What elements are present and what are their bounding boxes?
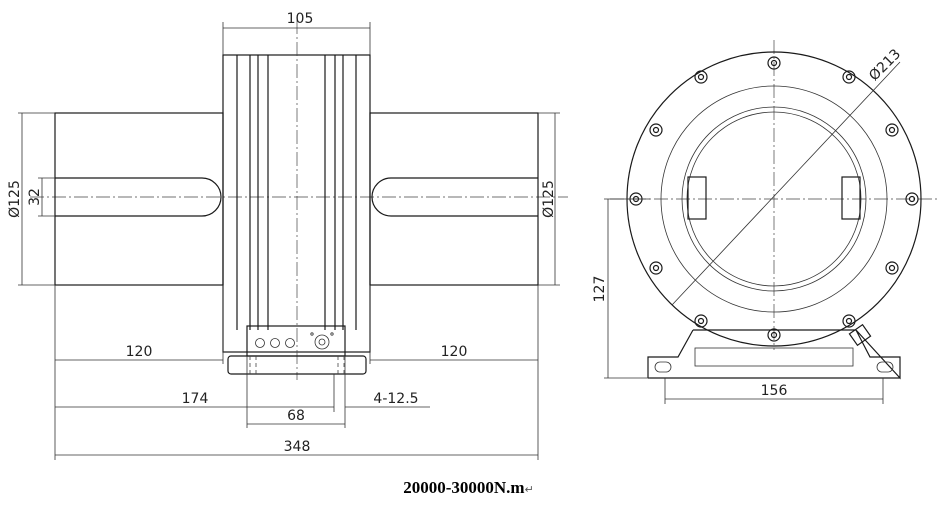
end-view: Ø213 127 156 (592, 40, 937, 404)
connector-pin (330, 332, 334, 336)
left-shaft (54, 112, 224, 286)
base-plate (227, 355, 367, 375)
connector-port (255, 338, 265, 348)
connector-port (285, 338, 295, 348)
bolt-hole (694, 314, 708, 328)
bolt-hole (905, 192, 919, 206)
central-body (222, 54, 371, 353)
connector-pin (310, 332, 314, 336)
bolt-hole (767, 328, 781, 342)
bolt-hole (649, 123, 663, 137)
dim-dia-right: Ø125 (541, 180, 557, 218)
dim-68: 68 (287, 408, 305, 424)
bore-circle (681, 106, 867, 292)
dim-156: 156 (761, 383, 788, 399)
bolt-hole (885, 123, 899, 137)
base-slot (876, 361, 894, 373)
dim-dia-left: Ø125 (7, 180, 23, 218)
bore-inner-circle (686, 111, 862, 287)
dim-348: 348 (284, 439, 311, 455)
bolt-hole (885, 261, 899, 275)
key-slot-right (841, 176, 861, 220)
bolt-hole (694, 70, 708, 84)
caption-text: 20000-30000N.m (403, 478, 525, 497)
right-shaft (369, 112, 539, 286)
connector-port (270, 338, 280, 348)
connector-socket (314, 334, 330, 350)
dim-holes: 4-12.5 (373, 391, 418, 407)
bolt-hole (767, 56, 781, 70)
base-slot (654, 361, 672, 373)
inner-ring-circle (660, 85, 888, 313)
connector-stub (848, 323, 872, 347)
dim-213: Ø213 (866, 46, 904, 84)
dim-174: 174 (182, 391, 209, 407)
caption-return-mark: ↵ (524, 484, 534, 496)
right-keyway (371, 177, 538, 217)
dim-120-right: 120 (441, 344, 468, 360)
dim-127: 127 (592, 276, 608, 303)
bolt-hole (649, 261, 663, 275)
left-keyway (55, 177, 222, 217)
connector-socket-pin (318, 338, 326, 346)
key-slot-left (687, 176, 707, 220)
dim-105: 105 (287, 11, 314, 27)
bolt-hole (842, 70, 856, 84)
dim-bore: 32 (27, 188, 43, 206)
caption: 20000-30000N.m↵ (0, 478, 937, 498)
bolt-hole (842, 314, 856, 328)
end-base-inner (694, 347, 854, 367)
dim-120-left: 120 (126, 344, 153, 360)
side-view: 105 Ø125 32 Ø125 120 120 174 4-12.5 68 (7, 11, 568, 460)
leader-213 (671, 61, 901, 306)
